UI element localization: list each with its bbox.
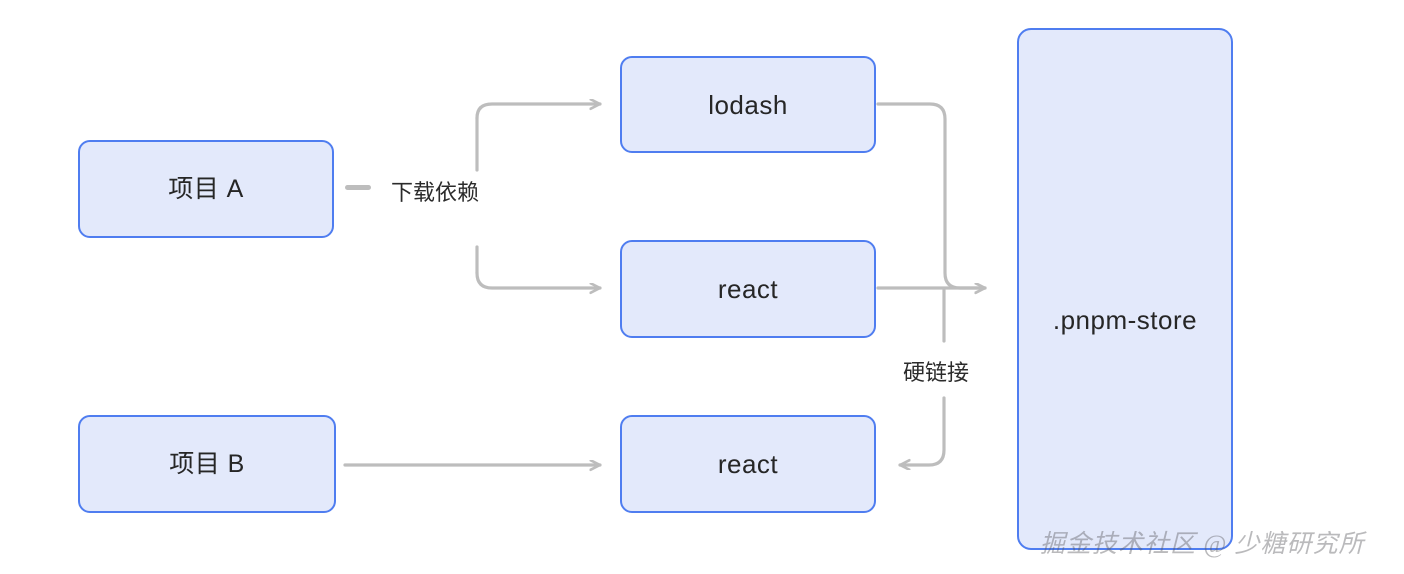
edge-branch-to-react-top <box>475 271 602 288</box>
node-react-top[interactable]: react <box>620 240 876 338</box>
node-project-a[interactable]: 项目 A <box>78 140 334 238</box>
node-pnpm-store-label: .pnpm-store <box>1052 305 1198 335</box>
edge-label-hardlink: 硬链接 <box>896 357 977 390</box>
node-react-bottom[interactable]: react <box>620 415 876 513</box>
node-project-b[interactable]: 项目 B <box>78 415 336 513</box>
edge-label-download: 下载依赖 <box>384 177 487 210</box>
edge-lodash-to-store <box>876 102 987 288</box>
node-react-bottom-label: react <box>717 449 779 479</box>
node-react-top-label: react <box>717 274 779 304</box>
node-lodash-label: lodash <box>708 89 788 120</box>
node-lodash[interactable]: lodash <box>620 56 876 153</box>
edge-branch-to-lodash <box>475 104 602 120</box>
node-project-b-label: 项目 B <box>169 449 245 478</box>
node-project-a-label: 项目 A <box>168 174 244 203</box>
edge-store-to-react-bottom <box>898 396 946 465</box>
download-dash-stub <box>345 185 371 190</box>
node-pnpm-store[interactable]: .pnpm-store <box>1017 28 1233 550</box>
